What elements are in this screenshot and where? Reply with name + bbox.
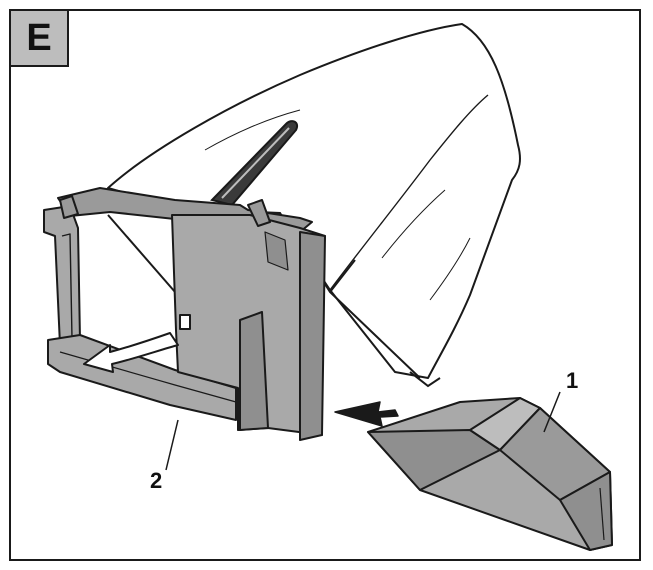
- callout-1: 1: [566, 368, 578, 393]
- deflector-part-1: [367, 397, 613, 551]
- insert-direction-arrow-curved: [83, 332, 179, 373]
- carry-handle: [210, 120, 298, 207]
- step-badge: E: [11, 11, 69, 67]
- callout-2: 2: [150, 468, 162, 493]
- rear-frame-part-2: [43, 187, 326, 441]
- step-letter: E: [26, 16, 52, 59]
- insert-direction-arrow: [334, 401, 399, 427]
- callout-leaders: [165, 391, 561, 471]
- grass-bag: [107, 23, 521, 379]
